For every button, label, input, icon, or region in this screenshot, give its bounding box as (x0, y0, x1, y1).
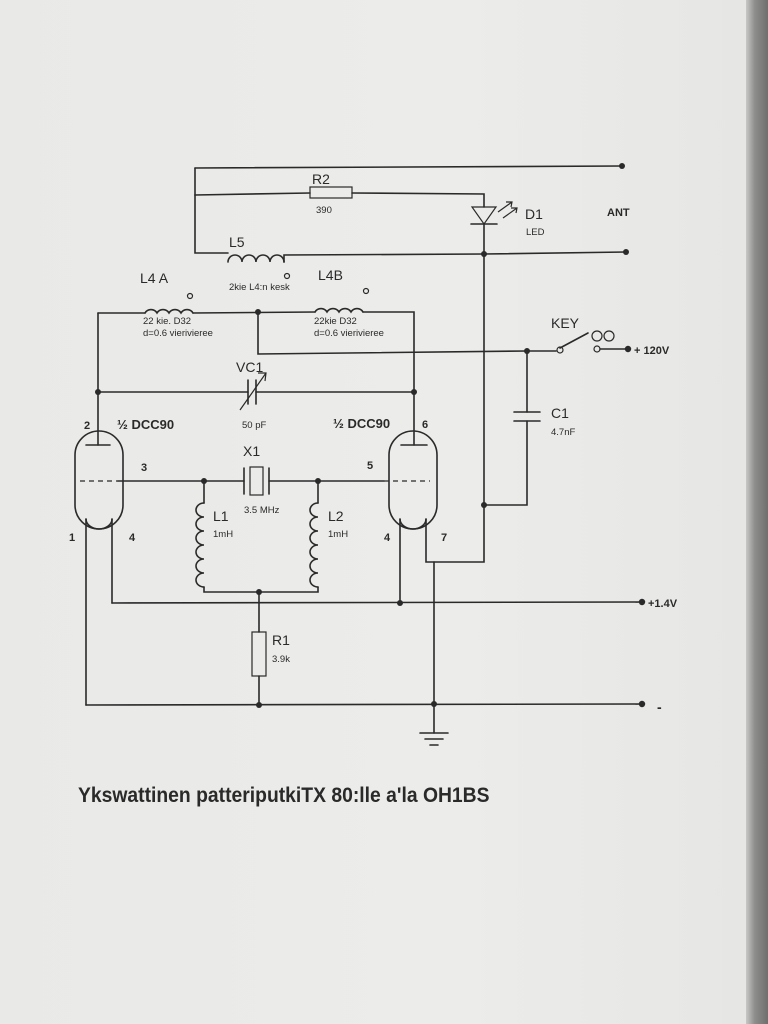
paper-sheet (0, 0, 752, 1024)
label-l5-note: 2kie L4:n kesk (229, 282, 290, 293)
label-pin4-left: 4 (129, 532, 136, 544)
label-pin7: 7 (441, 532, 447, 544)
tube-left (74, 430, 205, 706)
supply-rails (85, 598, 646, 708)
label-l5: L5 (229, 234, 245, 250)
label-r2-value: 390 (316, 205, 332, 216)
inductor-l2 (309, 502, 319, 588)
label-plus14: +1.4V (648, 598, 678, 610)
resistor-r2 (309, 186, 353, 199)
label-ant: ANT (607, 207, 630, 219)
label-vc1-value: 50 pF (242, 420, 266, 431)
label-l4a-note1: 22 kie. D32 (143, 316, 191, 327)
inductor-l1 (195, 502, 205, 588)
label-minus: - (657, 699, 662, 715)
label-l4a: L4 A (140, 270, 169, 286)
label-l4b-note2: d=0.6 vierivieree (314, 328, 384, 339)
antenna-section (194, 163, 629, 280)
label-vc1: VC1 (236, 359, 263, 375)
capacitor-c1 (433, 253, 541, 563)
label-l1: L1 (213, 508, 229, 524)
crystal-x1 (201, 466, 321, 496)
label-l4a-note2: d=0.6 vierivieree (143, 328, 213, 339)
label-c1-value: 4.7nF (551, 427, 575, 438)
inductor-l4b (314, 307, 364, 314)
tube-right (317, 430, 438, 705)
inductor-l5 (227, 254, 285, 263)
label-tube-left: ½ DCC90 (117, 417, 174, 432)
label-plus120: + 120V (634, 345, 670, 357)
resistor-r1 (251, 591, 267, 708)
label-pin3: 3 (141, 462, 147, 474)
label-l4b-note1: 22kie D32 (314, 316, 357, 327)
label-d1: D1 (525, 206, 543, 222)
label-pin2: 2 (84, 420, 90, 432)
label-l2: L2 (328, 508, 344, 524)
label-l1-value: 1mH (213, 529, 233, 540)
paper-edge-shadow (746, 0, 768, 1024)
inductor-l4a (144, 308, 194, 315)
schematic-caption: Ykswattinen patteriputkiTX 80:lle a'la O… (78, 784, 490, 807)
label-r1-value: 3.9k (272, 654, 290, 665)
key-switch (556, 330, 632, 354)
label-x1-value: 3.5 MHz (244, 505, 280, 516)
grid-chokes (195, 480, 319, 595)
label-l4b: L4B (318, 267, 343, 283)
label-r2: R2 (312, 171, 330, 187)
label-c1: C1 (551, 405, 569, 421)
label-pin5: 5 (367, 460, 373, 472)
tank-coils (97, 287, 557, 446)
label-l2-value: 1mH (328, 529, 348, 540)
ground-symbol (419, 703, 449, 746)
label-key: KEY (551, 315, 580, 331)
label-pin4-right: 4 (384, 532, 391, 544)
label-pin1: 1 (69, 532, 75, 544)
label-d1-type: LED (526, 227, 545, 238)
label-tube-right: ½ DCC90 (333, 416, 390, 431)
label-pin6: 6 (422, 419, 428, 431)
label-r1: R1 (272, 632, 290, 648)
label-x1: X1 (243, 443, 260, 459)
led-d1 (470, 201, 518, 226)
capacitor-vc1 (95, 372, 417, 411)
